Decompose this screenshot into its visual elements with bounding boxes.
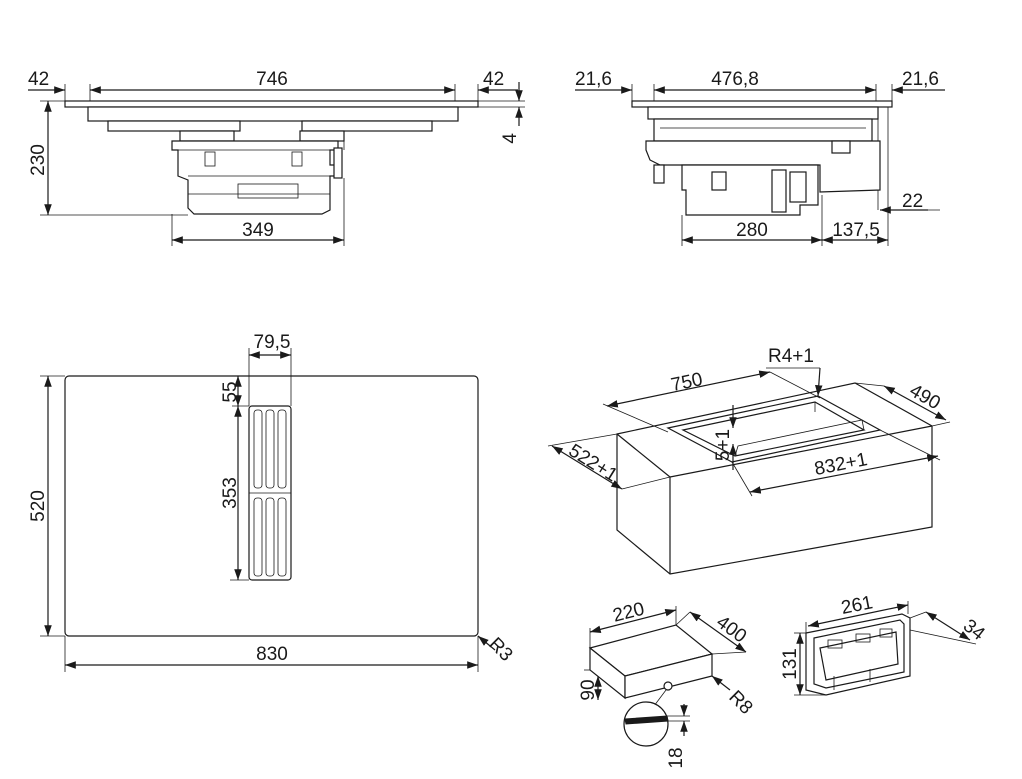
front-view — [575, 84, 945, 246]
side-left-margin: 42 — [28, 69, 49, 90]
duct-view — [584, 606, 747, 747]
front-offset: 137,5 — [832, 220, 880, 241]
duct-radius: R8 — [724, 687, 756, 719]
front-width: 476,8 — [711, 69, 759, 90]
side-height: 230 — [28, 144, 49, 176]
duct-width: 220 — [611, 599, 647, 627]
cutout-view — [547, 367, 951, 575]
front-left-margin: 21,6 — [575, 69, 612, 90]
adapter-depth: 34 — [959, 615, 989, 645]
top-radius: R3 — [484, 634, 516, 666]
top-depth: 520 — [28, 490, 49, 522]
duct-height: 90 — [578, 679, 599, 700]
cutout-inner-width: 750 — [669, 369, 704, 396]
adapter-height: 131 — [780, 648, 801, 680]
top-grille-offset: 55 — [220, 381, 241, 402]
side-right-margin: 42 — [483, 69, 504, 90]
cutout-depth: 490 — [906, 380, 944, 414]
cutout-rebate: 5+1 — [713, 429, 734, 461]
front-right-margin: 21,6 — [902, 69, 939, 90]
top-view — [40, 348, 496, 672]
top-width: 830 — [256, 644, 288, 665]
top-grille-width: 79,5 — [254, 332, 291, 353]
cutout-outer-depth: 522+1 — [565, 440, 621, 486]
adapter-width: 261 — [839, 592, 874, 619]
front-motor-width: 280 — [736, 220, 768, 241]
side-motor-width: 349 — [242, 220, 274, 241]
side-view — [28, 82, 525, 246]
front-bottom: 22 — [902, 191, 923, 212]
duct-detail: 18 — [666, 747, 687, 768]
adapter-view — [794, 601, 977, 696]
side-width: 746 — [256, 69, 288, 90]
cutout-radius: R4+1 — [768, 346, 814, 367]
duct-length: 400 — [712, 612, 750, 648]
top-grille-length: 353 — [220, 477, 241, 509]
side-glass-thickness: 4 — [500, 133, 521, 144]
